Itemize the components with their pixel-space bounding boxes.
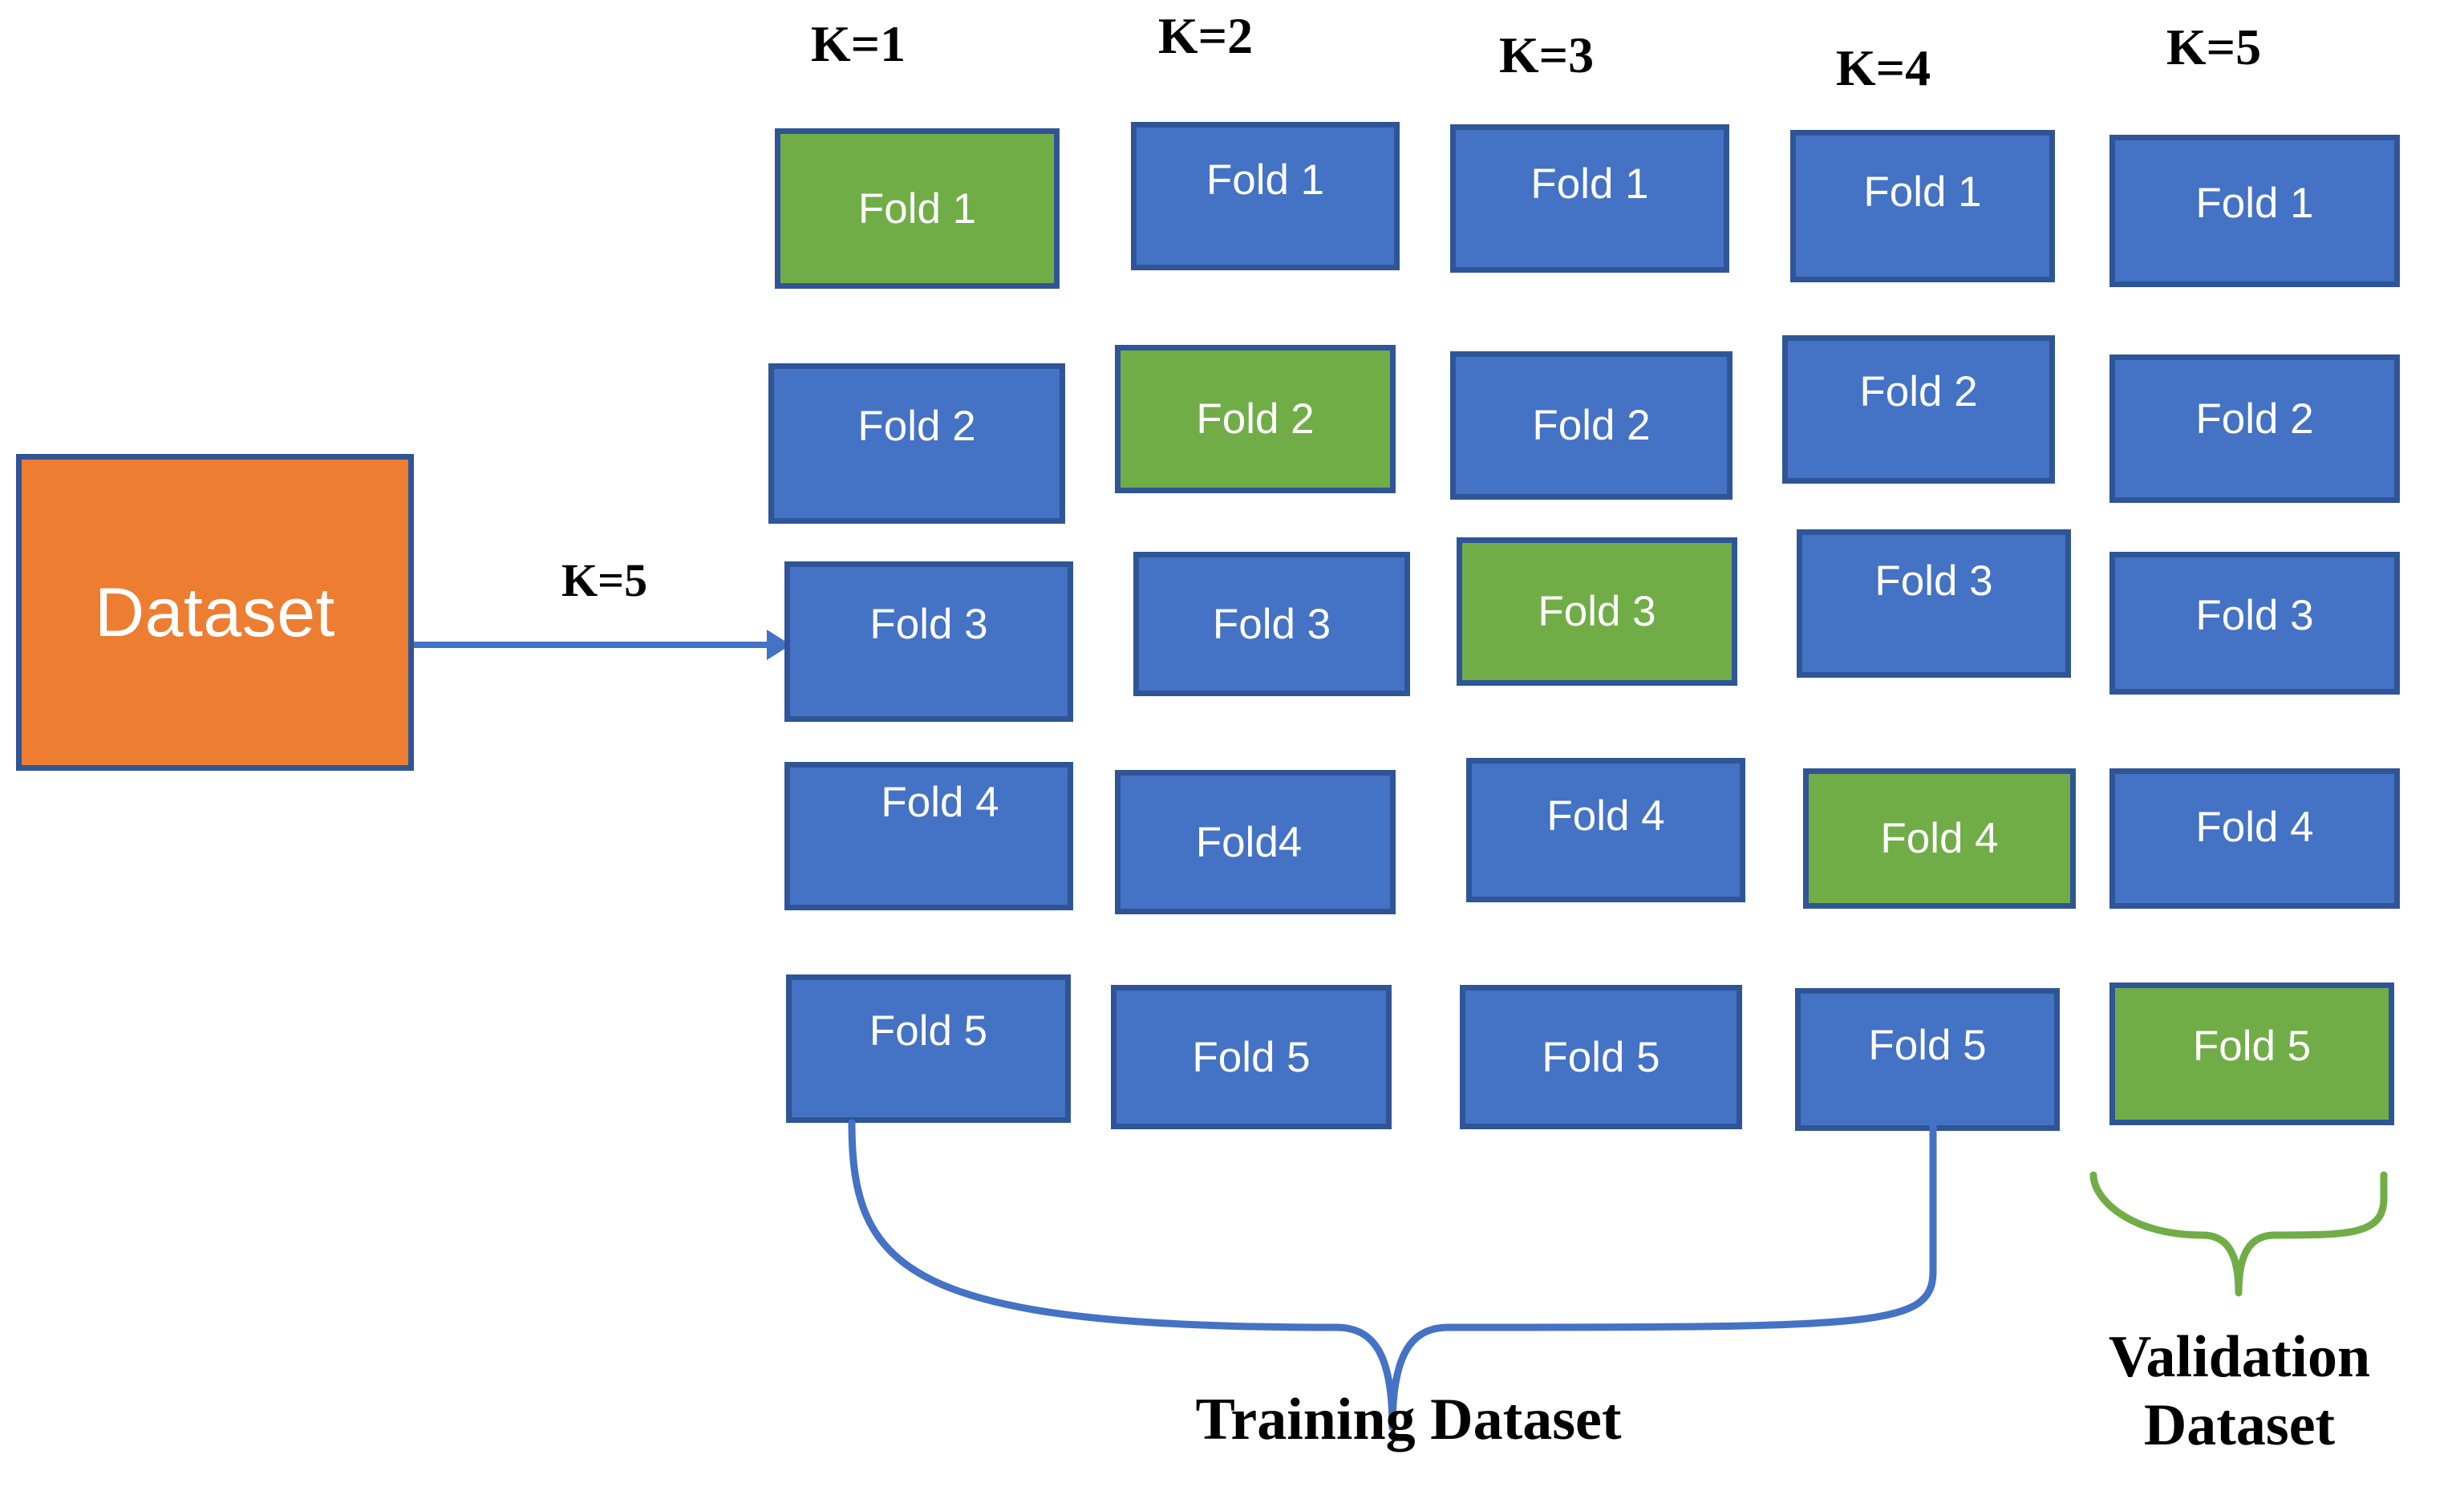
fold-box-k1-row1[interactable]: Fold 1	[775, 128, 1060, 289]
fold-box-k2-row2[interactable]: Fold 2	[1115, 345, 1396, 493]
fold-box-label: Fold 3	[1212, 600, 1331, 648]
fold-box-label: Fold 1	[857, 184, 977, 233]
fold-box-k4-row5[interactable]: Fold 5	[1795, 988, 2060, 1131]
fold-box-label: Fold 5	[869, 1007, 988, 1055]
fold-box-k4-row2[interactable]: Fold 2	[1782, 335, 2055, 484]
fold-box-label: Fold 3	[869, 600, 988, 648]
fold-box-k3-row3[interactable]: Fold 3	[1457, 537, 1737, 686]
fold-box-k5-row2[interactable]: Fold 2	[2109, 354, 2400, 503]
fold-box-label: Fold 4	[1546, 792, 1665, 840]
column-header-k5: K=5	[2166, 18, 2262, 75]
column-header-k3: K=3	[1498, 26, 1595, 83]
fold-box-label: Fold 2	[2195, 395, 2314, 443]
fold-box-k5-row3[interactable]: Fold 3	[2109, 552, 2400, 695]
fold-box-label: Fold 3	[1874, 557, 1993, 605]
fold-box-label: Fold 5	[1192, 1033, 1311, 1081]
fold-box-label: Fold 4	[2195, 804, 2314, 851]
fold-box-label: Fold 3	[1538, 588, 1656, 635]
dataset-block-label: Dataset	[95, 573, 335, 651]
fold-box-label: Fold 5	[2192, 1022, 2312, 1070]
fold-box-k1-row2[interactable]: Fold 2	[768, 363, 1065, 524]
training-dataset-caption: Training Dataset	[1195, 1387, 1622, 1452]
dataset-block[interactable]: Dataset	[16, 454, 414, 771]
fold-box-label: Fold 5	[1542, 1033, 1660, 1081]
split-arrow-line	[414, 642, 767, 648]
column-header-k2: K=2	[1157, 7, 1254, 64]
fold-box-k5-row5[interactable]: Fold 5	[2109, 982, 2394, 1125]
fold-box-label: Fold 1	[1863, 168, 1982, 216]
column-header-k1: K=1	[810, 15, 906, 72]
fold-box-label: Fold 5	[1868, 1021, 1987, 1069]
fold-box-label: Fold 1	[1530, 160, 1649, 208]
fold-box-label: Fold 1	[2195, 179, 2314, 227]
fold-box-label: Fold 1	[1206, 156, 1325, 204]
validation-caption-line-2: Dataset	[2143, 1392, 2336, 1459]
fold-box-label: Fold 2	[1859, 368, 1978, 415]
fold-box-k5-row4[interactable]: Fold 4	[2109, 768, 2400, 909]
training-brace	[848, 1119, 1937, 1432]
fold-box-k4-row1[interactable]: Fold 1	[1790, 130, 2055, 282]
fold-box-k2-row4[interactable]: Fold4	[1115, 770, 1396, 914]
fold-box-k2-row5[interactable]: Fold 5	[1111, 985, 1392, 1129]
fold-box-label: Fold 2	[1532, 402, 1651, 449]
fold-box-k2-row1[interactable]: Fold 1	[1131, 122, 1400, 270]
column-header-k4: K=4	[1835, 39, 1931, 96]
validation-brace	[2089, 1171, 2388, 1297]
fold-box-k3-row2[interactable]: Fold 2	[1450, 351, 1732, 500]
fold-box-k1-row3[interactable]: Fold 3	[784, 561, 1073, 722]
fold-box-k5-row1[interactable]: Fold 1	[2109, 135, 2400, 287]
fold-box-k4-row3[interactable]: Fold 3	[1797, 529, 2071, 678]
fold-box-label: Fold 4	[1880, 815, 1999, 862]
fold-box-label: Fold 3	[2195, 591, 2314, 639]
fold-box-label: Fold 4	[881, 779, 999, 826]
fold-box-k2-row3[interactable]: Fold 3	[1133, 552, 1410, 696]
validation-caption-line-1: Validation	[2108, 1324, 2371, 1390]
split-arrow-label: K=5	[561, 554, 648, 606]
fold-box-k4-row4[interactable]: Fold 4	[1803, 768, 2076, 909]
fold-box-k1-row5[interactable]: Fold 5	[786, 974, 1071, 1123]
fold-box-k3-row4[interactable]: Fold 4	[1466, 758, 1745, 902]
fold-box-label: Fold 2	[1196, 395, 1315, 443]
fold-box-k3-row1[interactable]: Fold 1	[1450, 124, 1729, 273]
fold-box-k3-row5[interactable]: Fold 5	[1460, 985, 1742, 1129]
fold-box-k1-row4[interactable]: Fold 4	[784, 762, 1073, 910]
fold-box-label: Fold4	[1195, 818, 1303, 866]
fold-box-label: Fold 2	[857, 402, 976, 450]
validation-dataset-caption: Validation Dataset	[1999, 1323, 2464, 1460]
